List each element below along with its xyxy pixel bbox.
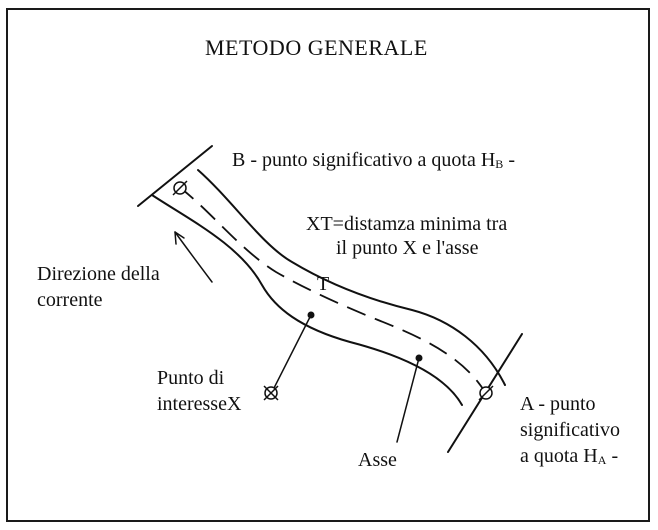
- left-bank: [151, 194, 463, 406]
- point-b-text: B - punto significativo a quota H: [232, 149, 496, 171]
- point-b-subscript: B: [495, 157, 504, 171]
- point-b-end: -: [503, 149, 515, 171]
- point-a-marker: [478, 385, 494, 401]
- point-a-end: -: [606, 445, 619, 467]
- flow-arrow: [174, 231, 213, 283]
- xt-line: [271, 314, 312, 393]
- diagram-frame: [6, 8, 650, 522]
- xt-definition-line2: il punto X e l'asse: [336, 237, 479, 259]
- section-line-b: [137, 145, 213, 207]
- flow-arrowhead: [174, 231, 185, 245]
- point-x-marker: [263, 385, 279, 401]
- right-bank: [197, 169, 506, 386]
- axis-leader: [396, 357, 420, 443]
- point-a-line1: A - punto: [520, 393, 596, 415]
- xt-definition-line1: XT=distamza minima tra: [306, 213, 508, 235]
- point-b-label: B - punto significativo a quota HB -: [232, 148, 515, 174]
- point-a-line3: a quota HA -: [520, 444, 618, 470]
- point-t-label: T: [317, 273, 330, 295]
- axis-point-dot: [415, 354, 423, 362]
- flow-direction-line1: Direzione della: [37, 263, 160, 285]
- diagram-title: METODO GENERALE: [205, 35, 428, 60]
- river-axis: [177, 185, 486, 393]
- point-a-text: a quota H: [520, 445, 598, 467]
- point-t-dot: [307, 311, 315, 319]
- point-b-marker: [172, 180, 188, 196]
- interest-point-line1: Punto di: [157, 367, 225, 389]
- interest-point-line2: interesseX: [157, 392, 241, 416]
- point-a-subscript: A: [597, 453, 607, 467]
- axis-label: Asse: [358, 449, 397, 471]
- point-x-label: X: [226, 393, 242, 415]
- flow-direction-line2: corrente: [37, 289, 103, 311]
- point-a-line2: significativo: [520, 419, 620, 441]
- interest-point-text: interesse: [157, 393, 227, 415]
